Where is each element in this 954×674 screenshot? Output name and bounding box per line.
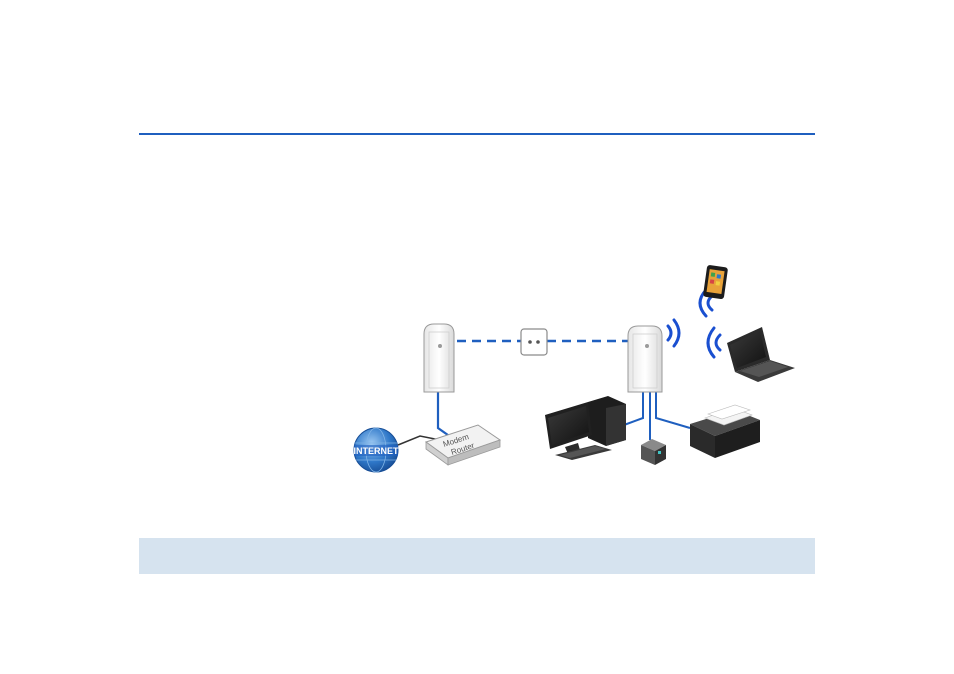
desktop-pc-icon bbox=[545, 396, 626, 460]
cable-adapter-router bbox=[436, 392, 456, 441]
powerline-adapter-left bbox=[423, 323, 455, 393]
internet-label: INTERNET bbox=[354, 446, 400, 456]
footer-band bbox=[139, 538, 815, 574]
laptop-icon bbox=[727, 327, 795, 382]
cable-internet-router bbox=[397, 435, 441, 446]
internet-globe-icon: INTERNET bbox=[353, 427, 400, 473]
cable-adapter-printer bbox=[655, 392, 691, 429]
wall-socket bbox=[520, 328, 548, 356]
top-divider bbox=[139, 133, 815, 135]
cable-adapter-pc bbox=[623, 392, 644, 426]
powerline-adapter-right bbox=[627, 325, 663, 393]
printer-icon bbox=[690, 404, 760, 458]
wifi-signal-icon bbox=[666, 318, 681, 348]
modem-router-icon: Modem Router bbox=[424, 424, 502, 466]
nas-drive-icon bbox=[641, 439, 666, 465]
wifi-signal-icon bbox=[706, 326, 722, 359]
smartphone-icon bbox=[703, 265, 728, 299]
